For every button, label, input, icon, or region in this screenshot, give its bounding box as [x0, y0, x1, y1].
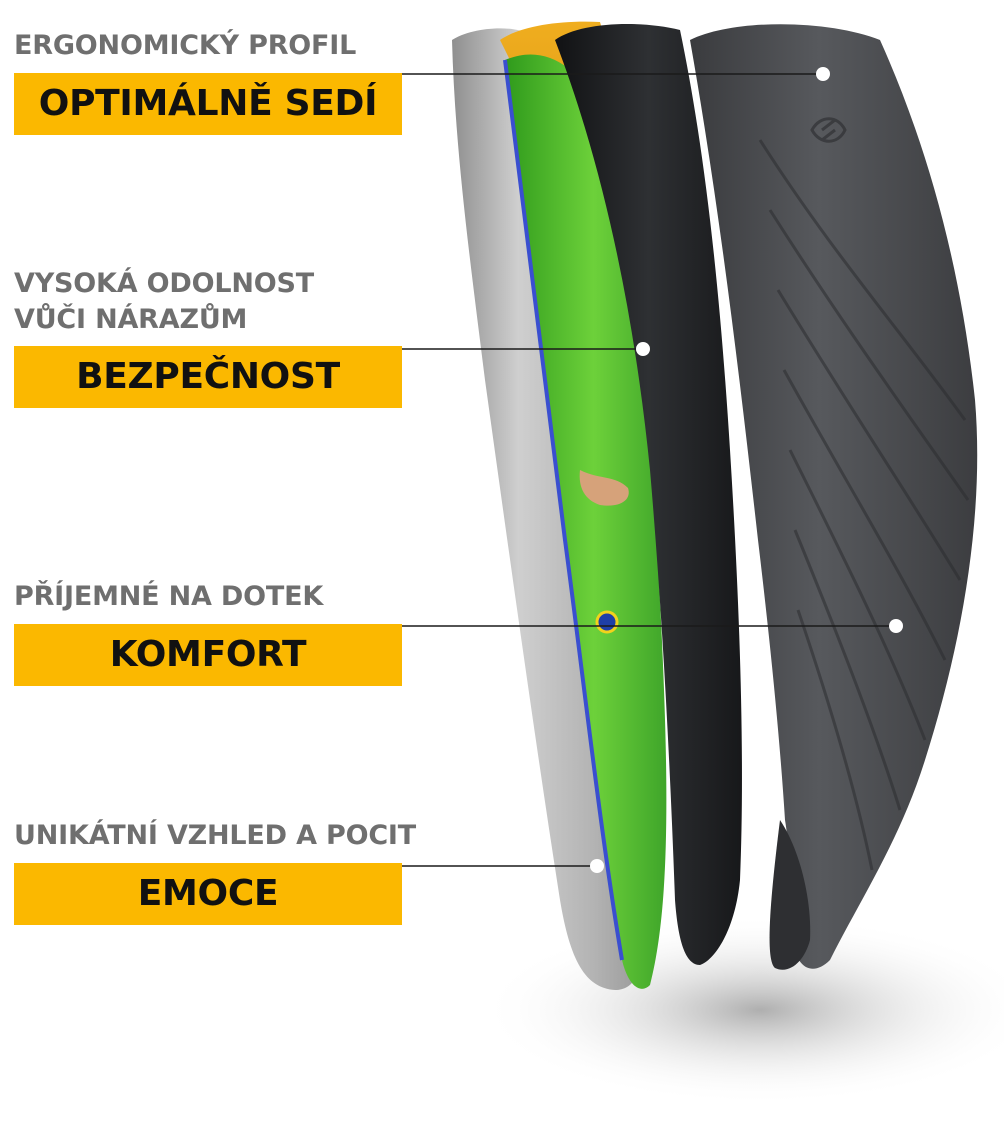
feature-caption-line-2: VŮČI NÁRAZŮM: [14, 304, 248, 335]
leader-dots: [590, 67, 903, 873]
insert-graphic: [579, 470, 629, 506]
feature-comfort: PŘÍJEMNÉ NA DOTEK KOMFORT: [14, 579, 402, 686]
feature-caption-line-1: VYSOKÁ ODOLNOST: [14, 268, 314, 299]
feature-title: KOMFORT: [14, 624, 402, 686]
feature-emotion: UNIKÁTNÍ VZHLED A POCIT EMOCE: [14, 818, 416, 925]
feature-safety: VYSOKÁ ODOLNOST VŮČI NÁRAZŮM BEZPEČNOST: [14, 266, 402, 408]
marker-dot: [816, 67, 830, 81]
leader-lines: [402, 73, 896, 867]
marker-dot: [889, 619, 903, 633]
feature-title: EMOCE: [14, 863, 402, 925]
dark-shell: [555, 24, 742, 966]
insert-blue-edge: [503, 59, 624, 961]
floor-shadow: [480, 915, 1004, 1105]
brand-logo-icon: [810, 117, 847, 143]
feature-caption: ERGONOMICKÝ PROFIL: [14, 30, 357, 61]
feature-caption: UNIKÁTNÍ VZHLED A POCIT: [14, 820, 416, 851]
feature-title: BEZPEČNOST: [14, 346, 402, 408]
back-shell: [690, 24, 978, 969]
flag-badge: [595, 610, 619, 634]
back-shell-lower: [769, 820, 811, 970]
shell-emboss-lines: [758, 139, 970, 871]
feature-title: OPTIMÁLNĚ SEDÍ: [14, 73, 402, 135]
marker-dot: [590, 859, 604, 873]
marker-dot: [636, 342, 650, 356]
feature-ergonomic: ERGONOMICKÝ PROFIL OPTIMÁLNĚ SEDÍ: [14, 28, 402, 135]
feature-caption: PŘÍJEMNÉ NA DOTEK: [14, 581, 324, 612]
